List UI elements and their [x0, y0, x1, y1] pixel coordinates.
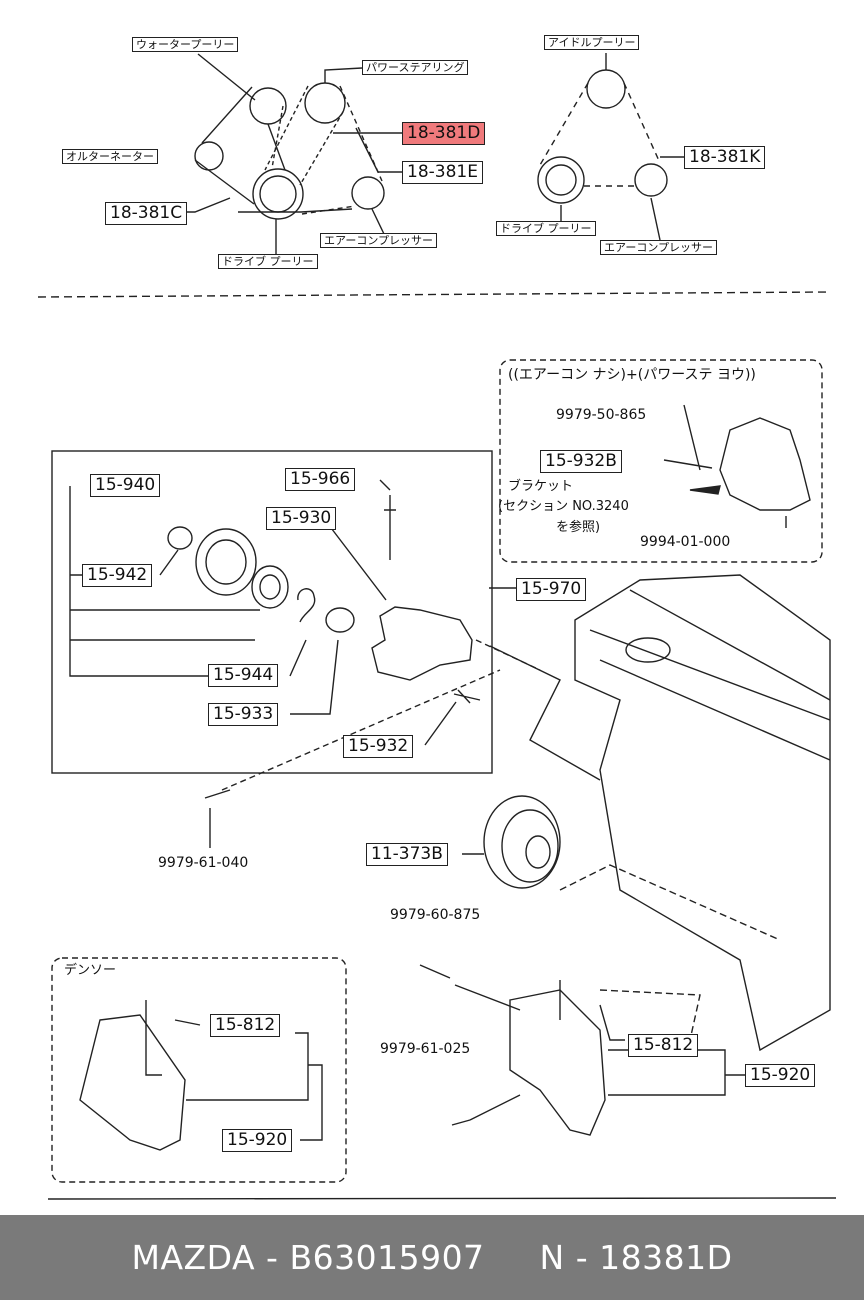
part-15-970[interactable]: 15-970 — [516, 578, 587, 601]
footer-separator: - — [255, 1238, 290, 1277]
inset-condition: ((エアーコン ナシ)+(パワーステ ヨウ)) — [508, 367, 756, 383]
part-9979-61-040[interactable]: 9979-61-040 — [158, 855, 249, 871]
inset-denso-title: デンソー — [64, 963, 117, 978]
bracket-note-3: を参照) — [556, 520, 601, 535]
part-9994-01-000[interactable]: 9994-01-000 — [640, 534, 731, 550]
footer-part-number: B63015907 — [289, 1238, 485, 1277]
part-15-930[interactable]: 15-930 — [266, 507, 337, 530]
part-18-381k[interactable]: 18-381K — [684, 146, 766, 169]
label-alternator: オルターネーター — [62, 149, 158, 164]
bracket-note-2: (セクション NO.3240 — [498, 499, 629, 514]
part-9979-61-025[interactable]: 9979-61-025 — [380, 1041, 471, 1057]
parts-diagram: ウォータープーリー パワーステアリング オルターネーター ドライブ プーリー エ… — [37, 35, 837, 1200]
part-15-940[interactable]: 15-940 — [90, 474, 161, 497]
footer-brand: MAZDA — [131, 1238, 256, 1277]
part-15-812-denso[interactable]: 15-812 — [210, 1014, 281, 1037]
part-11-373b[interactable]: 11-373B — [366, 843, 448, 866]
part-15-932b[interactable]: 15-932B — [540, 450, 622, 473]
footer-gap — [485, 1238, 540, 1277]
diagram-drawing — [37, 53, 837, 1200]
part-15-812[interactable]: 15-812 — [628, 1034, 699, 1057]
label-water-pulley: ウォータープーリー — [132, 37, 239, 52]
part-15-966[interactable]: 15-966 — [285, 468, 356, 491]
part-18-381c[interactable]: 18-381C — [105, 202, 188, 225]
label-power-steering: パワーステアリング — [362, 60, 469, 75]
footer-bar: MAZDA - B63015907 N - 18381D — [0, 1215, 864, 1300]
part-15-942[interactable]: 15-942 — [82, 564, 153, 587]
footer-code: N - 18381D — [539, 1238, 733, 1277]
bracket-note-1: ブラケット — [508, 479, 574, 494]
part-15-933[interactable]: 15-933 — [208, 703, 279, 726]
part-15-920[interactable]: 15-920 — [745, 1064, 816, 1087]
label-idle-pulley: アイドルプーリー — [544, 35, 640, 50]
part-15-944[interactable]: 15-944 — [208, 664, 279, 687]
label-drive-pulley-left: ドライブ プーリー — [218, 254, 318, 269]
part-9979-50-865[interactable]: 9979-50-865 — [556, 407, 647, 423]
part-15-920-denso[interactable]: 15-920 — [222, 1129, 293, 1152]
label-drive-pulley-right: ドライブ プーリー — [496, 221, 596, 236]
part-15-932[interactable]: 15-932 — [343, 735, 414, 758]
part-18-381e[interactable]: 18-381E — [402, 161, 483, 184]
label-air-compressor-left: エアーコンプレッサー — [320, 233, 438, 248]
part-9979-60-875[interactable]: 9979-60-875 — [390, 907, 481, 923]
part-18-381d[interactable]: 18-381D — [402, 122, 486, 145]
label-air-compressor-right: エアーコンプレッサー — [600, 240, 718, 255]
